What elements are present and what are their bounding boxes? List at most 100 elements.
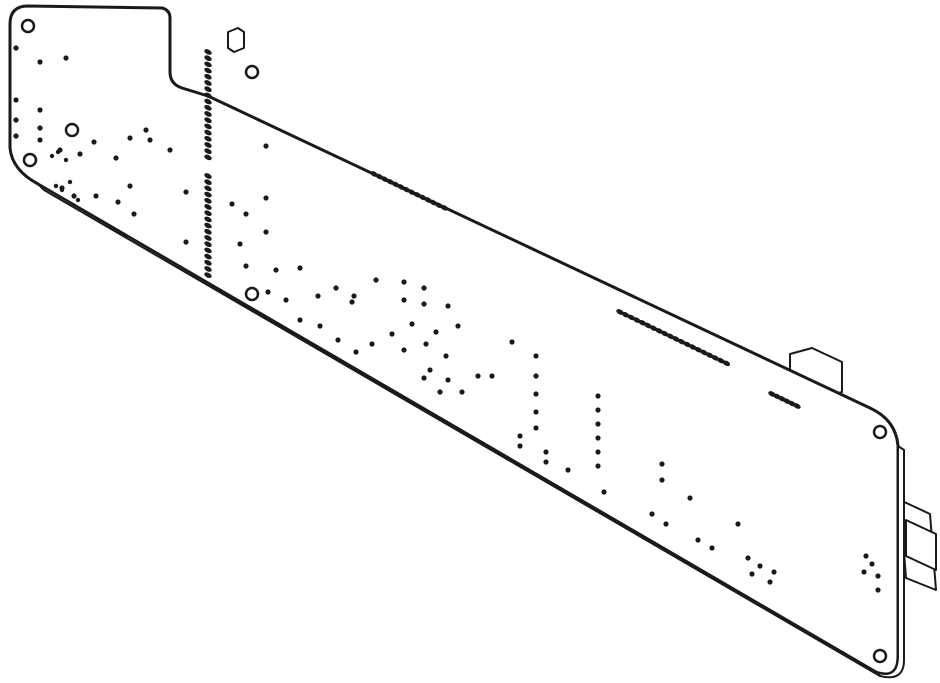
solder-pad [59,187,65,193]
solder-pad [49,153,55,159]
solder-pad [335,337,341,343]
solder-pad [427,367,433,373]
solder-pad [771,569,777,575]
solder-pad [113,155,119,161]
solder-pad [237,241,243,247]
solder-pad [421,301,427,307]
solder-pad [127,135,133,141]
solder-pad [517,433,523,439]
solder-pad [297,265,303,271]
solder-pad [91,139,97,145]
solder-pad [601,489,607,495]
solder-pad [543,449,549,455]
solder-pad [143,127,149,133]
solder-pad [229,201,235,207]
solder-pad [353,349,359,355]
board-bottom-edge [37,183,881,677]
solder-pad [67,179,73,185]
solder-pad [37,137,43,143]
solder-pad [875,587,881,593]
solder-pad [595,407,601,413]
solder-pad [13,97,19,103]
solder-pad [183,189,189,195]
mounting-hole [872,648,888,664]
solder-pad [757,563,763,569]
solder-pad [315,293,321,299]
solder-pad [71,193,77,199]
solder-pad [663,521,669,527]
solder-pad [409,321,415,327]
solder-pad [115,199,121,205]
solder-pad [263,229,269,235]
solder-pad [401,279,407,285]
solder-pad [263,143,269,149]
solder-pad [55,149,61,155]
solder-pad [401,297,407,303]
solder-pad [595,449,601,455]
solder-pad [445,377,451,383]
solder-pad [437,389,443,395]
solder-pad [243,263,249,269]
solder-pad [37,107,43,113]
solder-pad [369,341,375,347]
solder-pad [533,391,539,397]
solder-pad [475,373,481,379]
solder-pad [767,579,773,585]
solder-pad [283,297,289,303]
solder-pad [423,341,429,347]
solder-pad [349,299,355,305]
solder-pad [13,117,19,123]
solder-pad [659,461,665,467]
solder-pad [445,303,451,309]
solder-pad [333,285,339,291]
solder-pad [735,521,741,527]
pin-headers [204,49,801,409]
solder-pad [695,537,701,543]
solder-pad [401,347,407,353]
solder-pads [13,45,881,593]
mounting-hole [22,152,38,168]
solder-pad [659,477,665,483]
solder-pad [243,211,249,217]
solder-pad [489,373,495,379]
solder-pad [93,193,99,199]
solder-pad [373,277,379,283]
solder-pad [421,285,427,291]
solder-pad [263,195,269,201]
solder-pad [595,435,601,441]
solder-pad [147,137,153,143]
solder-pad [709,545,715,551]
solder-pad [749,571,755,577]
solder-pad [297,317,303,323]
solder-pad [595,421,601,427]
solder-pad [13,133,19,139]
mounting-hole [64,122,80,138]
solder-pad [517,443,523,449]
small-pin-row [768,391,801,409]
solder-pad [265,289,271,295]
vertical-pin-strip [204,49,212,161]
solder-pad [433,329,439,335]
board-outline [8,4,900,676]
solder-pad [63,157,69,163]
mounting-hole [872,424,888,440]
solder-pad [63,55,69,61]
mounting-hole [20,18,36,34]
solder-pad [543,459,549,465]
solder-pad [861,569,867,575]
solder-pad [75,197,81,203]
solder-pad [53,183,59,189]
solder-pad [687,495,693,501]
mounting-hole [244,64,260,80]
solder-pad [649,511,655,517]
solder-pad [509,339,515,345]
mounting-hole [244,286,260,302]
solder-pad [37,59,43,65]
solder-pad [595,393,601,399]
solder-pad [459,389,465,395]
solder-pad [77,151,83,157]
solder-pad [533,425,539,431]
solder-pad [351,293,357,299]
